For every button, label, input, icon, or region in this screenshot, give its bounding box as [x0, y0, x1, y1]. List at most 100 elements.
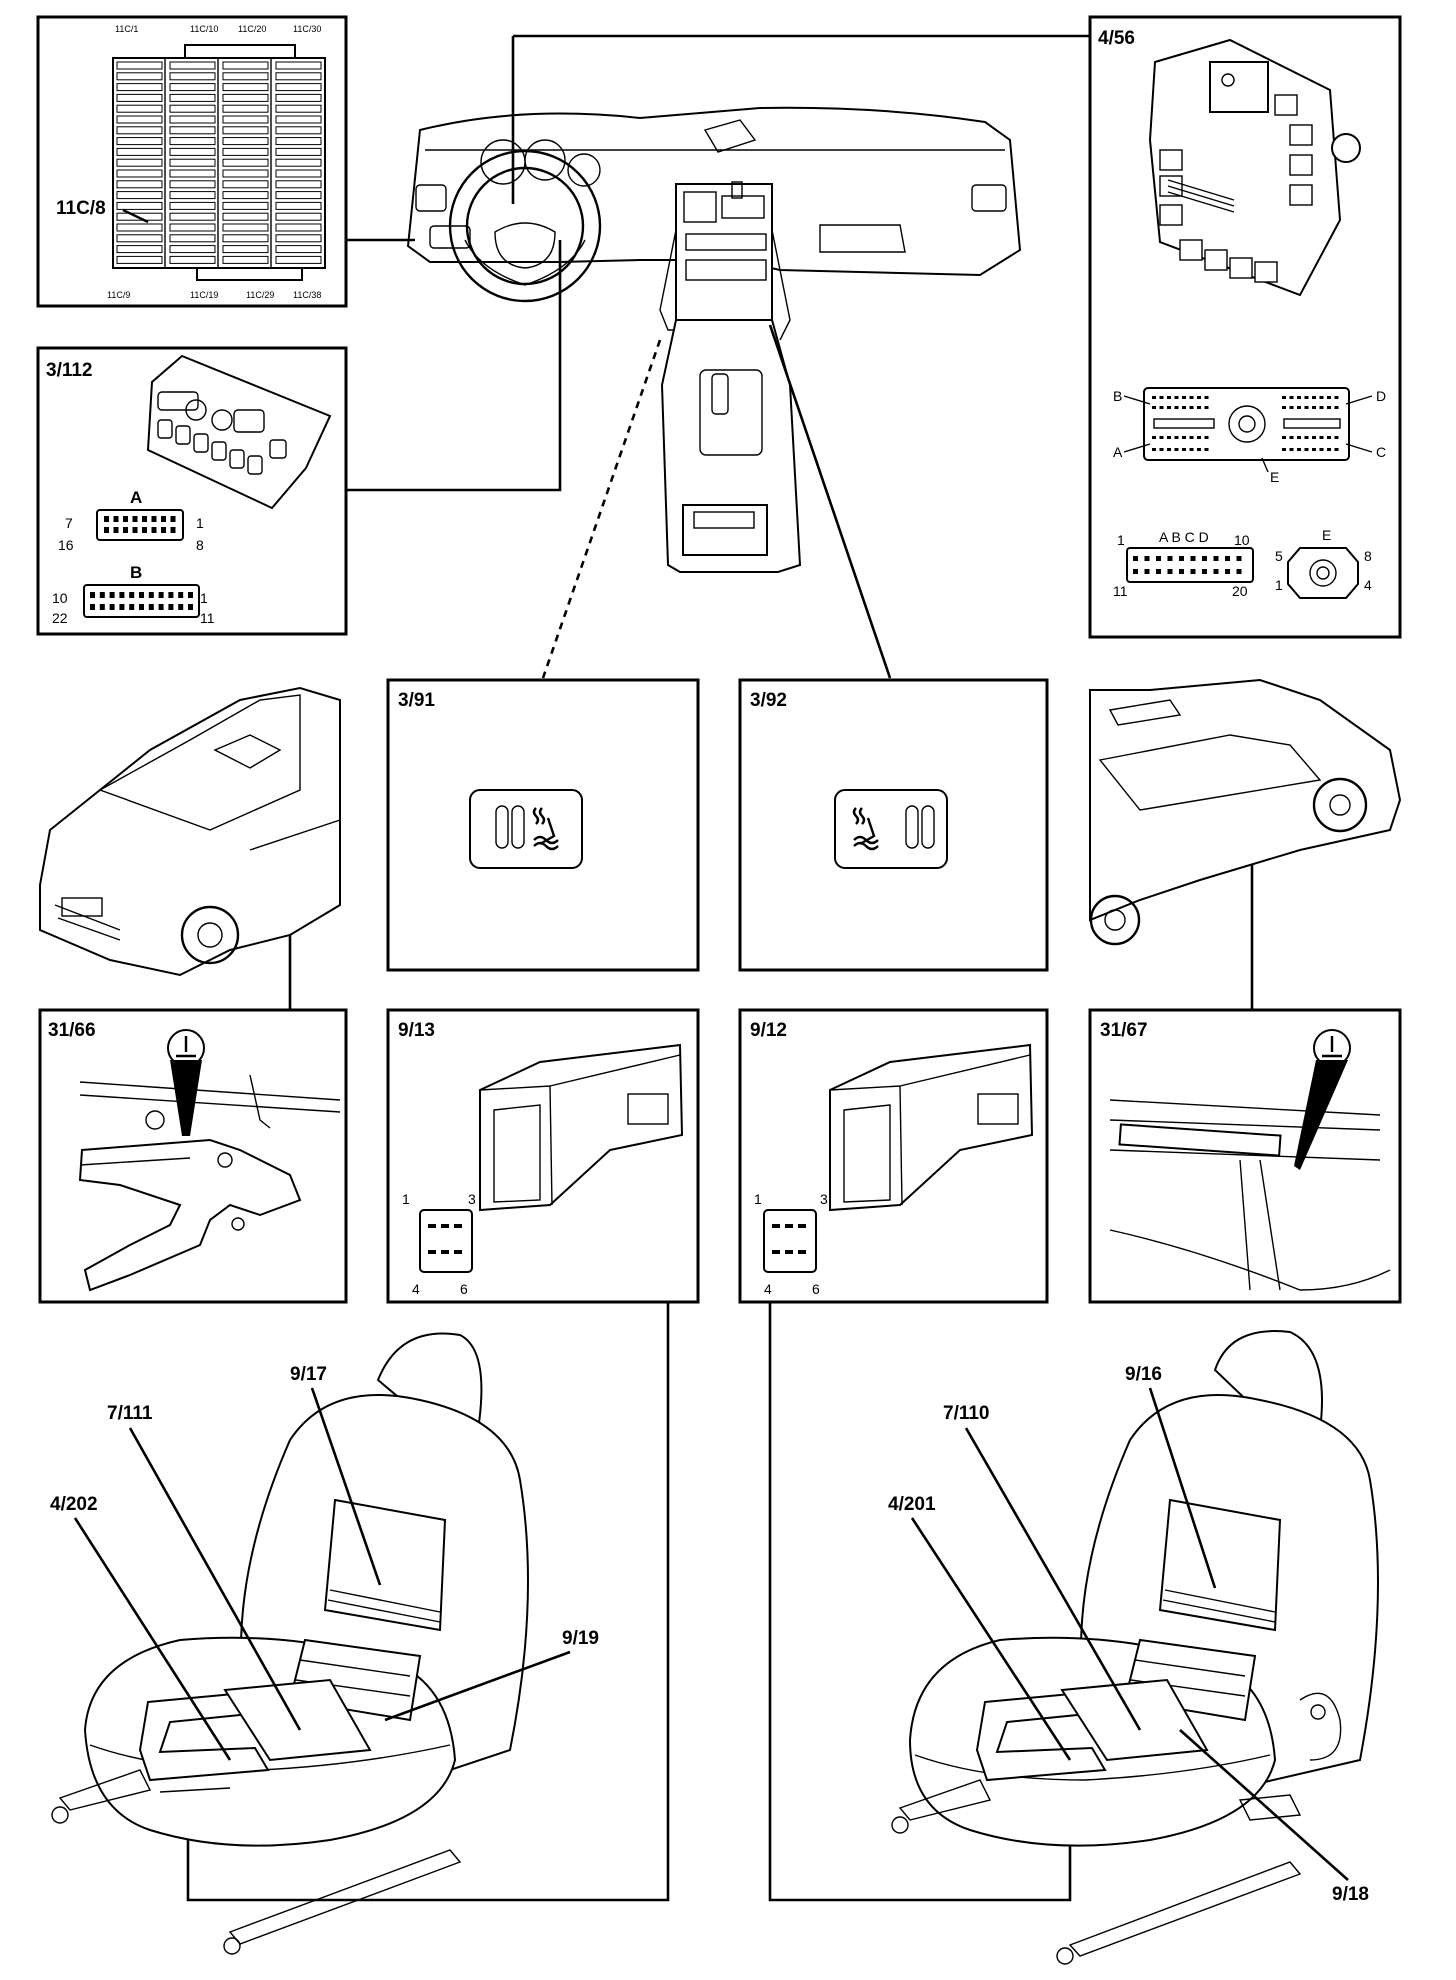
- connector-pin: [99, 604, 105, 610]
- connector-pin: [1179, 569, 1184, 574]
- connector-b: 10 1 22 11: [52, 584, 215, 626]
- connector-pin: [1182, 396, 1186, 399]
- connector-pin: [1304, 396, 1309, 399]
- connector-letter: E: [1270, 469, 1279, 485]
- connector-pin: [1334, 448, 1339, 451]
- fuse-slot: [275, 223, 322, 232]
- connector-pin: [1327, 448, 1331, 451]
- connector-pin: [1174, 436, 1179, 439]
- seat-callout: 4/202: [50, 1494, 98, 1515]
- connector-pin: [109, 592, 115, 598]
- connector-pin: [1319, 396, 1324, 399]
- panel-title: 9/12: [750, 1020, 787, 1041]
- connector-pin: [1282, 448, 1286, 451]
- connector-pin: [1297, 436, 1301, 439]
- fuse-slot: [275, 115, 322, 124]
- climate-control-unit-drawing: [146, 354, 332, 510]
- connector-right-panel: 9/12 1 3 4 6: [738, 1008, 1049, 1304]
- connector-pin: [1327, 396, 1331, 399]
- connector-pin: [772, 1250, 780, 1254]
- pin-label: 10: [52, 590, 68, 606]
- connector-pin: [139, 592, 144, 598]
- central-unit-connector: B D A C E: [1113, 387, 1386, 485]
- connector-pin: [1202, 556, 1207, 561]
- fuse-slot: [116, 93, 163, 102]
- pin-label: 8: [1364, 548, 1372, 564]
- climate-module-panel: 3/112 A 7 1 16 8 B 10: [36, 346, 348, 636]
- fuse-slot: [275, 191, 322, 200]
- pin-label: 1: [402, 1191, 410, 1207]
- seat-callout: 9/17: [290, 1364, 327, 1385]
- connector-pin: [142, 516, 147, 522]
- fuse-slot: [222, 234, 269, 243]
- fuse-slot: [169, 212, 216, 221]
- connector-pin: [142, 527, 147, 533]
- connector-pin: [1152, 436, 1156, 439]
- fuse-slot: [222, 93, 269, 102]
- connector-pin: [1174, 396, 1179, 399]
- fuse-slot: [222, 104, 269, 113]
- fuse-slot: [169, 61, 216, 70]
- connector-pin: [104, 527, 109, 533]
- connector-pin: [1289, 396, 1294, 399]
- connector-pin: [1213, 556, 1219, 561]
- fuse-label: 11C/19: [190, 290, 218, 300]
- pin-label: 8: [196, 537, 204, 553]
- fuse-slot: [275, 72, 322, 81]
- connector-pin: [132, 527, 138, 533]
- connector-pin: [1225, 556, 1230, 561]
- connector-pin: [1197, 396, 1201, 399]
- fuse-slot: [275, 245, 322, 254]
- connector-pin: [168, 592, 174, 598]
- fuse-slot: [222, 137, 269, 146]
- connector-pin: [1152, 396, 1156, 399]
- connector-pin: [158, 604, 164, 610]
- connector-pin: [1182, 448, 1186, 451]
- connector-pin: [1159, 436, 1164, 439]
- fuse-slot: [116, 158, 163, 167]
- connector-pin: [1182, 406, 1186, 409]
- connector-pin: [1282, 406, 1286, 409]
- fuse-slot: [116, 126, 163, 135]
- connector-left-panel: 9/13 1 3 4 6: [386, 1008, 700, 1304]
- connector-pin: [178, 604, 184, 610]
- connector-pin: [113, 516, 119, 522]
- connector-pin: [1319, 436, 1324, 439]
- connector-pin: [1144, 556, 1150, 561]
- fuse-slot: [222, 115, 269, 124]
- connector-letter: C: [1376, 444, 1386, 460]
- connector-pin: [123, 516, 128, 522]
- seat-right-callouts: 9/16 7/110 4/201 9/18: [888, 1364, 1369, 1905]
- fuse-slot: [116, 115, 163, 124]
- fuse-slot: [169, 255, 216, 264]
- connector-pin: [1133, 569, 1138, 574]
- fuse-slot: [169, 93, 216, 102]
- switch-right-panel: 3/92: [738, 678, 1049, 972]
- connector-pin: [1190, 556, 1196, 561]
- connector-pin: [1167, 556, 1173, 561]
- connector-pin: [428, 1224, 436, 1228]
- relay-block: [1289, 184, 1313, 206]
- fuse-slot: [169, 201, 216, 210]
- fuse-slot: [116, 83, 163, 92]
- leader-lines: [186, 34, 1254, 1902]
- car-front-view-drawing: [39, 686, 341, 977]
- fuse-slot: [169, 180, 216, 189]
- connector-pin: [1289, 436, 1294, 439]
- fuse-slot: [169, 137, 216, 146]
- connector-pin: [785, 1250, 793, 1254]
- connector-pin: [1297, 396, 1301, 399]
- seat-callout: 7/111: [107, 1403, 153, 1424]
- fuse-slot: [275, 158, 322, 167]
- connector-pin: [148, 592, 154, 598]
- fuse-slot: [116, 72, 163, 81]
- pin-label: 1: [1275, 577, 1283, 593]
- pin-label: 6: [460, 1281, 468, 1297]
- connector-pin: [798, 1250, 806, 1254]
- panel-title: 3/91: [398, 690, 435, 711]
- pin-label: 16: [58, 537, 74, 553]
- connector-pin: [454, 1224, 462, 1228]
- ground-symbol-icon: [167, 1029, 205, 1136]
- fuse-label: 11C/10: [190, 24, 218, 34]
